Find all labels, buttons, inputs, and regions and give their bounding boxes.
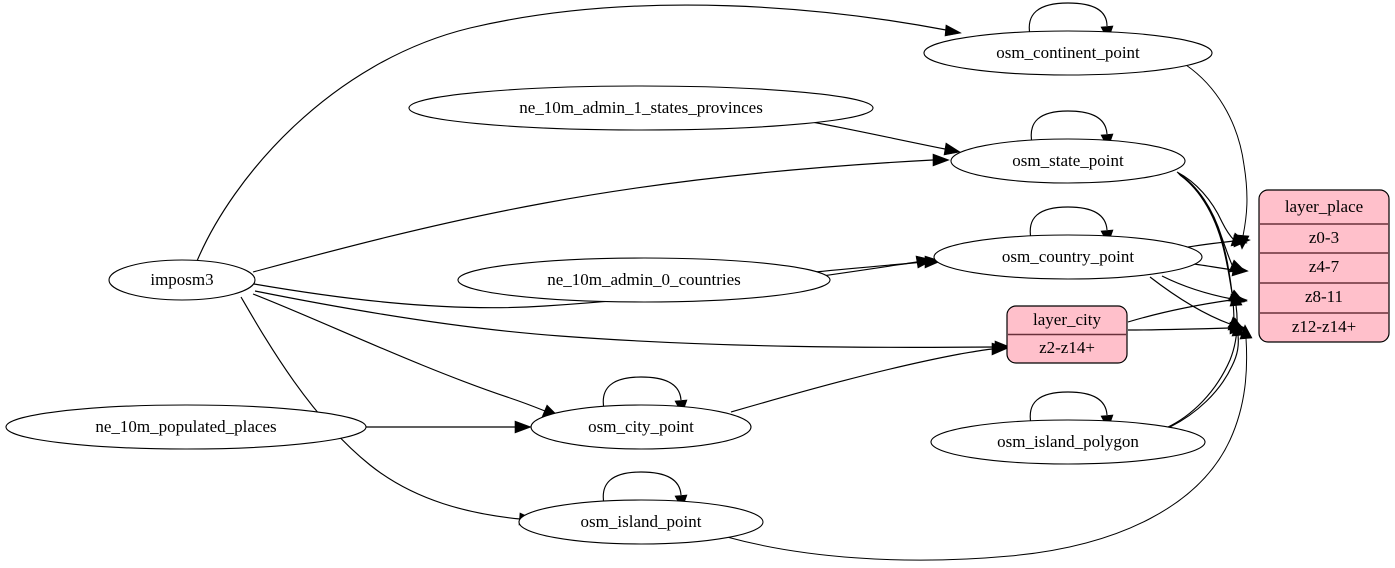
- node-osm_island_polygon[interactable]: osm_island_polygon: [930, 419, 1206, 465]
- edge-self-loop-osm_city_point: [602, 376, 682, 410]
- edge-osm_country_point-to-layer_place-z12-z14: [1149, 276, 1231, 325]
- edge-imposm3-to-osm_island_point: [240, 296, 521, 520]
- edge-layer: [196, 2, 1253, 561]
- edge-imposm3-to-layer_city: [254, 290, 996, 348]
- node-label-osm-state-point: osm_state_point: [1012, 151, 1124, 170]
- arrowhead: [1233, 234, 1251, 248]
- node-shape-ellipse: [933, 234, 1203, 280]
- node-ne_10m_admin_1_states_provinces[interactable]: ne_10m_admin_1_states_provinces: [408, 85, 874, 131]
- node-layer_place[interactable]: layer_place z0-3 z4-7 z8-11 z12-z14+: [1258, 189, 1390, 343]
- node-osm_city_point[interactable]: osm_city_point: [530, 404, 752, 450]
- arrowhead: [1231, 321, 1245, 337]
- node-shape-ellipse: [408, 85, 874, 131]
- arrowhead: [991, 342, 1009, 356]
- arrowhead: [924, 255, 942, 269]
- layer-place-row-z0-3[interactable]: z0-3: [1309, 228, 1339, 247]
- edge-ne_states-to-osm_state_point: [811, 121, 946, 150]
- node-ne_10m_admin_0_countries[interactable]: ne_10m_admin_0_countries: [457, 257, 831, 303]
- edge-osm_country_point-to-layer_place-z4-7: [1193, 263, 1234, 271]
- layer-place-row-z12-z14[interactable]: z12-z14+: [1292, 317, 1356, 336]
- arrowhead: [1231, 263, 1249, 277]
- edge-osm_island_polygon-to-layer_place-z12-z14: [1169, 334, 1239, 428]
- arrowhead: [944, 24, 962, 37]
- edge-layer_city-to-layer_place-z12-z14: [1127, 327, 1231, 331]
- node-shape-ellipse: [5, 404, 367, 450]
- edge-osm_state_point-to-layer_place-z8-11: [1178, 173, 1234, 298]
- edge-self-loop-osm_island_point: [602, 471, 682, 505]
- layer-place-box: [1258, 189, 1390, 343]
- edge-layer_city-to-layer_place-z8-11: [1127, 299, 1232, 323]
- node-shape-ellipse: [530, 404, 752, 450]
- layer-place-row-z4-7[interactable]: z4-7: [1309, 257, 1340, 276]
- node-layer_city[interactable]: layer_city z2-z14+: [1006, 305, 1128, 364]
- edge-self-loop-osm_state_point: [1030, 110, 1108, 144]
- node-shape-ellipse: [930, 419, 1206, 465]
- node-label-osm-island-point: osm_island_point: [581, 512, 702, 531]
- node-label-osm-island-polygon: osm_island_polygon: [997, 432, 1139, 451]
- edge-self-loop-osm_continent_point: [1028, 2, 1108, 36]
- edge-osm_country_point-to-layer_place-z8-11: [1161, 275, 1233, 300]
- layer-city-row-header: layer_city: [1033, 310, 1101, 329]
- edge-osm_island_point-to-layer_place-z12-z14: [726, 337, 1248, 561]
- edge-imposm3-to-osm_state_point: [252, 159, 934, 273]
- edge-self-loop-osm_island_polygon: [1029, 391, 1108, 425]
- node-label-imposm3: imposm3: [150, 270, 213, 289]
- arrowhead: [1239, 324, 1253, 340]
- node-osm_island_point[interactable]: osm_island_point: [518, 499, 764, 545]
- node-label-osm-city-point: osm_city_point: [588, 417, 694, 436]
- layer-city-row-z2-z14[interactable]: z2-z14+: [1039, 338, 1095, 357]
- node-shape-ellipse: [950, 138, 1186, 184]
- node-osm_state_point[interactable]: osm_state_point: [950, 138, 1186, 184]
- arrowhead: [943, 142, 961, 156]
- node-imposm3[interactable]: imposm3: [108, 259, 256, 301]
- node-shape-ellipse: [923, 30, 1213, 76]
- arrowhead: [1229, 291, 1243, 307]
- node-osm_continent_point[interactable]: osm_continent_point: [923, 30, 1213, 76]
- node-shape-ellipse: [518, 499, 764, 545]
- edge-imposm3-to-osm_city_point: [252, 293, 546, 412]
- node-label-ne-places: ne_10m_populated_places: [95, 417, 276, 436]
- edge-self-loop-osm_country_point: [1029, 206, 1108, 240]
- edge-ne_countries-to-osm_country_point: [814, 261, 926, 273]
- layer-place-row-z8-11[interactable]: z8-11: [1305, 287, 1343, 306]
- node-label-osm-continent-point: osm_continent_point: [996, 43, 1140, 62]
- edge-osm_continent_point-to-layer_place-z0-3: [1185, 64, 1248, 237]
- edge-imposm3-to-osm_continent_point: [196, 4, 947, 262]
- edge-osm_state_point-to-layer_place-z12-z14: [1179, 174, 1235, 326]
- edge-osm_country_point-to-layer_place-z0-3: [1181, 240, 1235, 249]
- edge-osm_state_point-to-layer_place-z0-3: [1176, 171, 1235, 241]
- node-shape-ellipse: [457, 257, 831, 303]
- node-layer: imposm3 ne_10m_admin_1_states_provinces …: [5, 30, 1213, 545]
- node-label-osm-country-point: osm_country_point: [1002, 247, 1134, 266]
- arrowhead: [932, 153, 950, 167]
- node-osm_country_point[interactable]: osm_country_point: [933, 234, 1203, 280]
- layer-place-row-header: layer_place: [1285, 197, 1363, 216]
- node-ne_10m_populated_places[interactable]: ne_10m_populated_places: [5, 404, 367, 450]
- node-label-ne-states: ne_10m_admin_1_states_provinces: [519, 98, 763, 117]
- edge-osm_island_polygon-to-layer_place-z8-11: [1165, 304, 1238, 429]
- arrowhead: [514, 420, 532, 434]
- node-shape-ellipse: [108, 259, 256, 301]
- edge-osm_city_point-to-layer_city: [730, 348, 993, 413]
- node-label-ne-countries: ne_10m_admin_0_countries: [547, 270, 741, 289]
